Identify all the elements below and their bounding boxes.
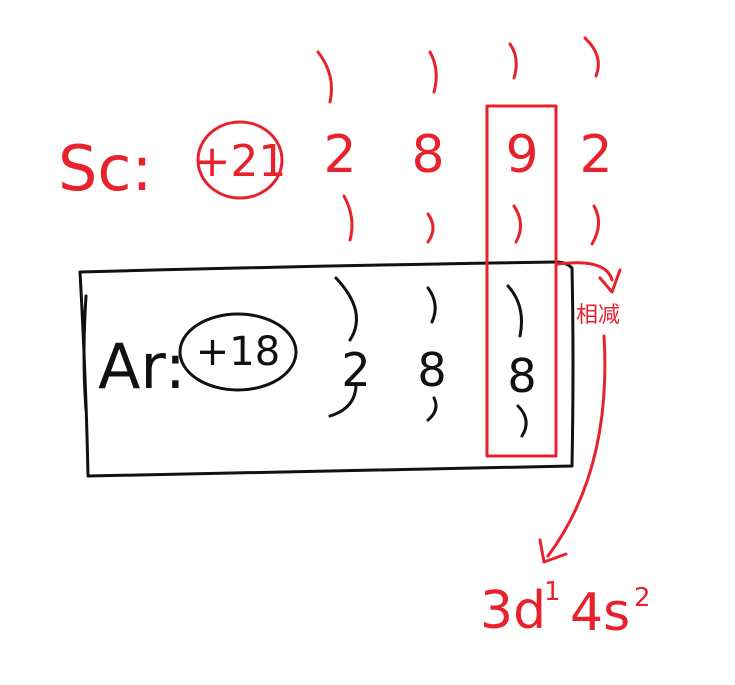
ar-shell-arc-1-bottom bbox=[328, 382, 358, 418]
subtract-label: 相减 bbox=[576, 303, 620, 328]
arrow-to-label-head bbox=[598, 268, 622, 294]
sc-row: Sc: +21 2 8 9 2 bbox=[58, 36, 613, 246]
sc-shell-arc-1-bottom bbox=[342, 194, 354, 242]
sc-shell-4: 2 bbox=[579, 125, 612, 185]
sc-shell-arc-3-bottom bbox=[512, 204, 522, 244]
sc-shell-1: 2 bbox=[323, 125, 356, 185]
ar-shell-arc-2-bottom bbox=[426, 396, 438, 422]
sc-shell-arc-4-top bbox=[583, 36, 600, 78]
arrow-to-label-stroke bbox=[556, 261, 614, 282]
ar-box bbox=[78, 260, 575, 478]
sc-shell-arc-2-bottom bbox=[426, 212, 435, 244]
sc-shell-arc-3-top bbox=[508, 42, 518, 80]
result-sup-2: 2 bbox=[634, 583, 651, 613]
arrow-to-result-head bbox=[538, 538, 568, 564]
sc-shell-arc-4-bottom bbox=[590, 204, 600, 246]
ar-shell-1: 2 bbox=[341, 343, 370, 397]
sc-shell-3: 9 bbox=[505, 125, 538, 185]
result-mid: 4s bbox=[570, 583, 630, 643]
ar-nucleus-circle bbox=[178, 312, 298, 392]
ar-shell-arc-2-top bbox=[426, 286, 437, 324]
sc-symbol: Sc: bbox=[58, 132, 152, 205]
result-sup-1: 1 bbox=[544, 577, 561, 607]
ar-box-left-stroke bbox=[82, 294, 88, 412]
sc-shell-arc-1-top bbox=[316, 50, 333, 104]
sc-nucleus-charge: +21 bbox=[194, 136, 287, 187]
ar-shell-2: 8 bbox=[417, 343, 446, 397]
ar-box-outline bbox=[78, 260, 575, 478]
ar-shell-arc-3-bottom bbox=[516, 404, 528, 438]
ar-shell-arc-1-top bbox=[334, 276, 358, 342]
ar-shell-3: 8 bbox=[507, 349, 536, 403]
sc-shell-2: 8 bbox=[411, 125, 444, 185]
ar-symbol: Ar: bbox=[98, 330, 186, 403]
arrow-to-result-stroke bbox=[546, 334, 607, 558]
result-main: 3d bbox=[480, 581, 546, 641]
ar-row: Ar: +18 2 8 8 bbox=[98, 276, 537, 438]
sc-shell-arc-2-top bbox=[428, 50, 438, 94]
sc-nucleus-circle bbox=[196, 120, 284, 200]
ar-nucleus-charge: +18 bbox=[196, 329, 280, 375]
ar-shell-arc-3-top bbox=[506, 284, 523, 338]
result-configuration: 3d 1 4s 2 bbox=[480, 577, 651, 643]
third-shell-highlight-box bbox=[485, 104, 558, 458]
subtract-annotation: 相减 bbox=[538, 261, 622, 564]
